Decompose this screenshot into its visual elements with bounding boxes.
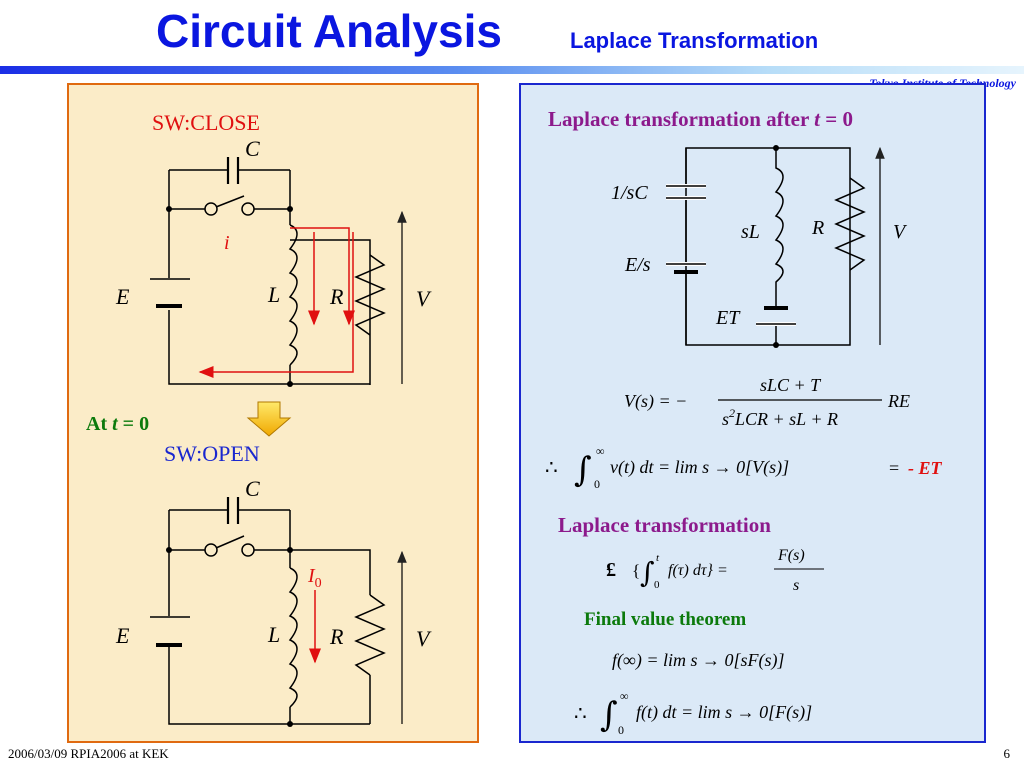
laplace-equivalent-circuit: [666, 146, 885, 346]
bottom-capacitor-label: C: [245, 476, 260, 501]
top-inductor-label: L: [267, 282, 280, 307]
laplace-junction-dots: [773, 145, 779, 348]
svg-text:s: s: [793, 577, 799, 594]
capacitor-impedance-label: 1/sC: [611, 182, 648, 204]
page-number: 6: [1003, 746, 1011, 761]
laplace-integral-equation: £ { ∫ t 0 f(τ) dτ} = F(s) s: [606, 547, 824, 594]
svg-text:sLC + T: sLC + T: [760, 375, 822, 395]
sw-close-label: SW:CLOSE: [152, 110, 260, 135]
bottom-resistor-label: R: [329, 624, 344, 649]
svg-text:∫: ∫: [574, 450, 592, 490]
final-integral-equation: ∴ ∫ ∞ 0 f(t) dt = lim s → 0[F(s)]: [574, 689, 812, 737]
laplace-after-heading: Laplace transformation after t = 0: [548, 107, 853, 131]
final-value-heading: Final value theorem: [584, 609, 746, 630]
switch-closed-circuit: [150, 157, 407, 385]
right-panel: [519, 83, 986, 743]
svg-text:∫: ∫: [640, 556, 655, 589]
sw-open-label: SW:OPEN: [164, 441, 260, 466]
svg-text:0: 0: [618, 723, 624, 737]
switch-open-circuit: [150, 497, 407, 725]
svg-text:s2LCR + sL + R: s2LCR + sL + R: [722, 406, 838, 429]
svg-text:F(s): F(s): [777, 547, 805, 564]
laplace-voltage-label: V: [893, 221, 908, 243]
svg-text:∴: ∴: [574, 703, 587, 725]
svg-text:∞: ∞: [596, 444, 605, 458]
slide-title: Circuit Analysis: [156, 5, 502, 57]
top-capacitor-label: C: [245, 136, 260, 161]
bottom-inductor-label: L: [267, 622, 280, 647]
svg-text:£: £: [606, 559, 616, 581]
inductor-impedance-label: sL: [741, 221, 760, 243]
svg-text:v(t) dt = lim s → 0[V(s)]: v(t) dt = lim s → 0[V(s)]: [610, 457, 789, 478]
svg-text:∞: ∞: [620, 689, 629, 703]
svg-text:∴: ∴: [545, 457, 558, 479]
junction-dots: [166, 206, 293, 387]
voltage-equation: V(s) = − sLC + T s2LCR + sL + R RE: [624, 375, 910, 429]
at-t-zero-label: At t = 0: [86, 413, 149, 435]
current-paths: [198, 227, 355, 378]
current-i-label: i: [224, 232, 230, 254]
current-I0-label: I0: [307, 565, 322, 591]
junction-dots-bottom: [166, 547, 293, 727]
top-resistor-label: R: [329, 284, 344, 309]
svg-text:t: t: [656, 552, 660, 564]
svg-text:=: =: [889, 458, 899, 478]
integral-result-equation: ∴ ∫ ∞ 0 v(t) dt = lim s → 0[V(s)] = - ET: [545, 444, 943, 491]
laplace-resistor-label: R: [811, 217, 824, 239]
svg-text:∫: ∫: [600, 695, 618, 735]
svg-text:f(τ) dτ} =: f(τ) dτ} =: [668, 562, 728, 579]
svg-text:- ET: - ET: [908, 458, 943, 478]
svg-text:{: {: [632, 561, 640, 580]
top-voltage-label: V: [416, 286, 432, 311]
bottom-source-label: E: [115, 623, 130, 648]
laplace-heading: Laplace transformation: [558, 513, 771, 537]
footer-date-venue: 2006/03/09 RPIA2006 at KEK: [8, 746, 169, 761]
slide-subtitle: Laplace Transformation: [570, 28, 819, 53]
top-source-label: E: [115, 284, 130, 309]
svg-text:0: 0: [654, 579, 660, 591]
final-value-equation: f(∞) = lim s → 0[sF(s)]: [612, 650, 784, 671]
bottom-voltage-label: V: [416, 626, 432, 651]
transition-arrow-icon: [246, 401, 292, 437]
svg-text:0: 0: [594, 477, 600, 491]
svg-text:f(t) dt = lim s → 0[F(s)]: f(t) dt = lim s → 0[F(s)]: [636, 702, 812, 723]
svg-text:RE: RE: [887, 391, 910, 411]
initial-flux-source-label: ET: [715, 307, 741, 329]
source-transform-label: E/s: [624, 254, 651, 276]
title-rule: [0, 66, 1024, 74]
svg-text:V(s) = −: V(s) = −: [624, 391, 687, 412]
